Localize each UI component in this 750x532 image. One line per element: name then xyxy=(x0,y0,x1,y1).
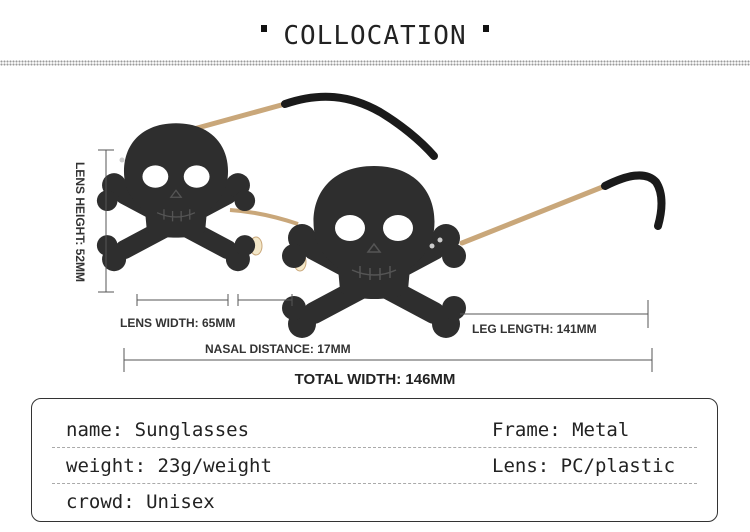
spec-divider xyxy=(52,483,697,484)
spec-row: name: Sunglasses Frame: Metal xyxy=(52,413,697,447)
spec-row: weight: 23g/weight Lens: PC/plastic xyxy=(52,449,697,483)
lens-height-label: LENS HEIGHT: 52MM xyxy=(73,161,87,283)
page-title: COLLOCATION xyxy=(283,21,467,51)
spec-name: name: Sunglasses xyxy=(66,419,250,441)
header: COLLOCATION xyxy=(0,14,750,58)
square-bullet-icon xyxy=(482,24,489,32)
nasal-distance-label: NASAL DISTANCE: 17MM xyxy=(205,342,351,356)
spec-row: crowd: Unisex xyxy=(52,485,697,519)
spec-lens: Lens: PC/plastic xyxy=(492,455,676,477)
spec-weight: weight: 23g/weight xyxy=(66,455,272,477)
spec-crowd: crowd: Unisex xyxy=(66,491,215,513)
square-bullet-icon xyxy=(261,24,268,32)
total-width-label: TOTAL WIDTH: 146MM xyxy=(294,371,456,388)
leg-length-label: LEG LENGTH: 141MM xyxy=(472,322,597,336)
spec-frame: Frame: Metal xyxy=(492,419,630,441)
sunglasses-product-image xyxy=(96,92,666,372)
dotted-divider xyxy=(0,60,750,66)
lens-width-label: LENS WIDTH: 65MM xyxy=(120,316,236,330)
spec-divider xyxy=(52,447,697,448)
spec-table: name: Sunglasses Frame: Metal weight: 23… xyxy=(31,398,718,522)
